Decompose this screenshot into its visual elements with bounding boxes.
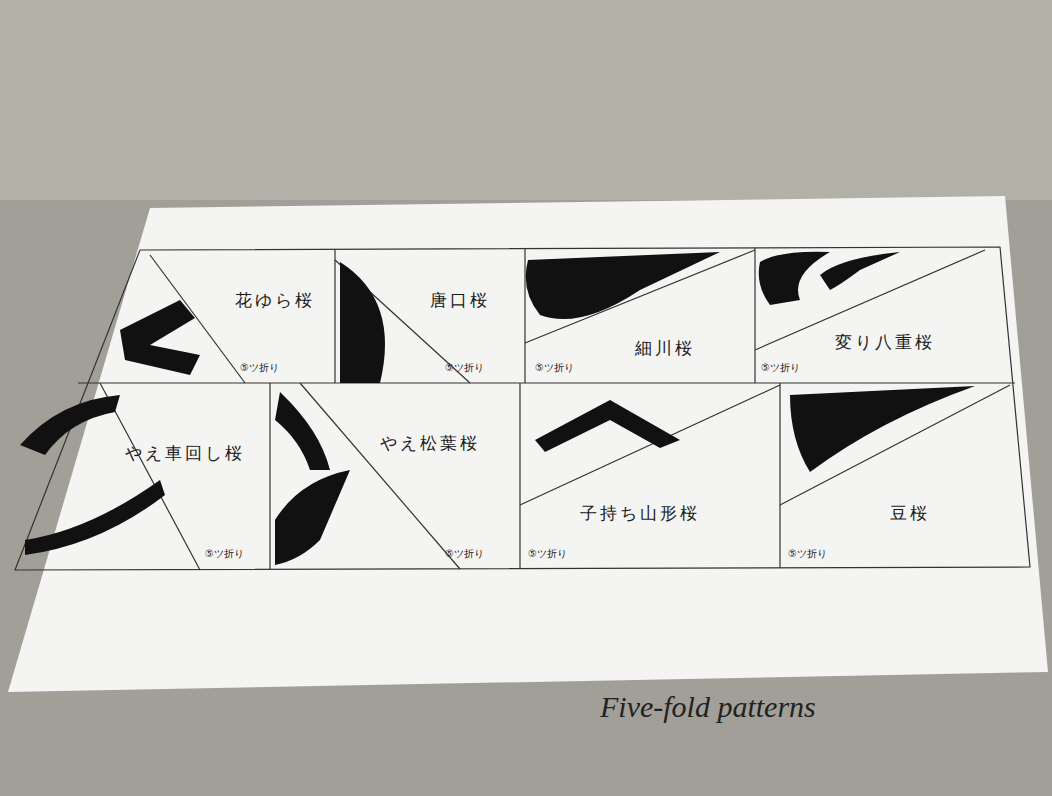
pattern-name: 豆桜	[890, 503, 930, 523]
pattern-name: 細川桜	[635, 338, 695, 358]
cut-shape	[535, 400, 680, 452]
pattern-cell: 変り八重桜 ⑤ツ折り	[755, 250, 1000, 383]
pattern-name: 変り八重桜	[835, 332, 935, 352]
fold-note: ⑤ツ折り	[788, 548, 827, 560]
fold-note: ⑤ツ折り	[240, 362, 279, 374]
grid-lines	[15, 247, 1030, 570]
pattern-name: 唐口桜	[430, 290, 490, 310]
cut-shape	[275, 392, 350, 565]
cut-shape	[340, 262, 385, 383]
cut-shape	[20, 395, 165, 555]
fold-note: ⑤ツ折り	[445, 548, 484, 560]
wall-shade	[0, 0, 1052, 200]
paper-sheet	[8, 196, 1048, 692]
fold-note: ⑤ツ折り	[528, 548, 567, 560]
pattern-cell: やえ松葉桜 ⑤ツ折り	[270, 383, 520, 570]
fold-note: ⑤ツ折り	[205, 548, 244, 560]
pattern-name: 子持ち山形桜	[580, 503, 700, 523]
cut-shape	[759, 252, 900, 305]
cut-shape	[526, 252, 720, 319]
pattern-cell: やえ車回し桜 ⑤ツ折り	[15, 383, 270, 570]
pattern-cell: 細川桜 ⑤ツ折り	[525, 250, 755, 383]
pattern-name: 花ゆら桜	[235, 290, 315, 310]
fold-note: ⑤ツ折り	[445, 362, 484, 374]
fold-note: ⑤ツ折り	[761, 362, 800, 374]
pattern-cell: 花ゆら桜 ⑤ツ折り	[140, 250, 335, 383]
pattern-name: やえ車回し桜	[125, 443, 245, 463]
pattern-cell: 子持ち山形桜 ⑤ツ折り	[520, 383, 780, 570]
fold-note: ⑤ツ折り	[535, 362, 574, 374]
handwritten-title: Five-fold patterns	[600, 690, 816, 724]
pattern-cell: 豆桜 ⑤ツ折り	[780, 383, 1030, 570]
cut-shapes	[20, 252, 975, 565]
cut-shape	[790, 386, 975, 472]
pattern-name: やえ松葉桜	[380, 433, 480, 453]
cut-shape	[120, 300, 200, 375]
pattern-cell: 唐口桜 ⑤ツ折り	[335, 250, 525, 383]
